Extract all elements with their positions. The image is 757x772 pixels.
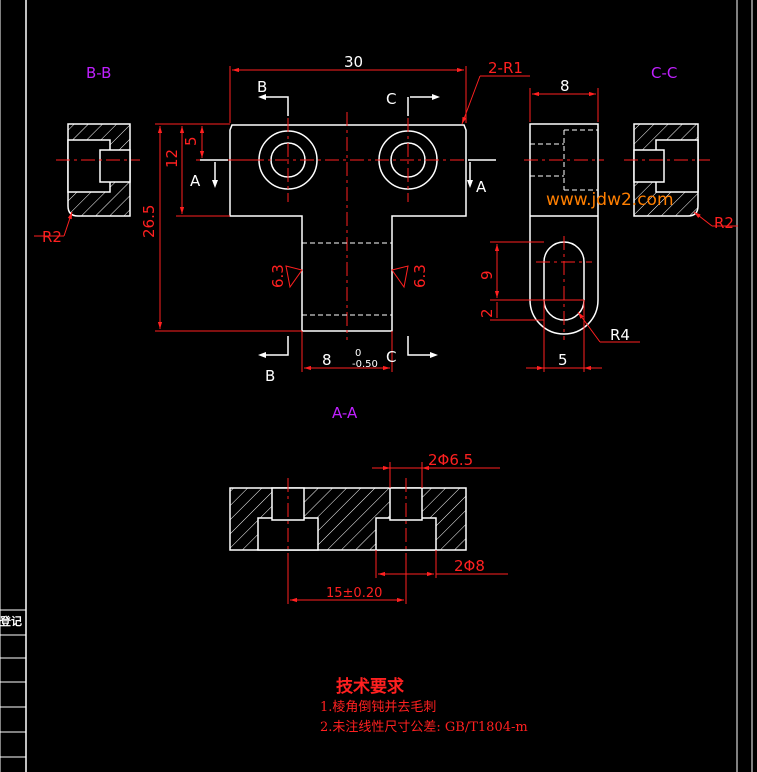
cut-c-bottom-letter: C	[386, 348, 396, 366]
tolerance-lower-label: -0.50	[352, 359, 378, 370]
cut-c-top-letter: C	[386, 90, 396, 108]
notes-title: 技术要求	[336, 676, 404, 697]
section-bb-label: B-B	[86, 64, 111, 82]
width-30-label: 30	[344, 53, 363, 71]
roughness-right-label: 6.3	[411, 264, 429, 288]
technical-requirements: 技术要求 1.棱角倒钝并去毛刺 2.未注线性尺寸公差: GB/T1804-m	[320, 676, 528, 735]
watermark-text: www.jdw2.com	[546, 190, 674, 210]
notes-line-1: 1.棱角倒钝并去毛刺	[320, 699, 436, 715]
slot-5-label: 5	[558, 351, 568, 369]
section-cc-label: C-C	[651, 64, 677, 82]
radius-2r1-label: 2-R1	[488, 59, 523, 77]
pitch-15-label: 15±0.20	[326, 586, 382, 601]
side-view: 8 9 2 5 R4	[478, 77, 640, 372]
bb-radius-r2-label: R2	[42, 228, 62, 246]
cut-a-left-letter: A	[190, 172, 201, 190]
slot-radius-r4-label: R4	[610, 326, 630, 344]
section-bb-view: B-B R2	[34, 64, 140, 246]
stem-width-8-label: 8	[322, 351, 332, 369]
front-view-dimensions: 30 2-R1 26.5 12 5 8 0 -0.50	[140, 53, 530, 372]
hole-2d6-5-label: 2Φ6.5	[428, 451, 473, 469]
section-aa-label: A-A	[332, 404, 358, 422]
side-depth-8-label: 8	[560, 77, 570, 95]
slot-2-label: 2	[478, 308, 496, 318]
cut-b-top-letter: B	[257, 78, 267, 96]
cut-b-bottom-letter: B	[265, 367, 275, 385]
register-label: 登记	[0, 614, 22, 628]
slot-9-label: 9	[478, 270, 496, 280]
notes-line-2: 2.未注线性尺寸公差: GB/T1804-m	[320, 720, 528, 735]
section-cc-view: C-C R2	[624, 64, 738, 232]
section-aa-view: A-A 2Φ6.5 2Φ8 15±0.20	[229, 404, 508, 604]
cut-a-right-letter: A	[476, 178, 487, 196]
roughness-left-label: 6.3	[269, 264, 287, 288]
hole-2d8-label: 2Φ8	[454, 557, 485, 575]
cutting-plane-markers: B C A A B C	[190, 78, 496, 385]
height-12-label: 12	[163, 149, 181, 168]
front-view: 6.3 6.3	[200, 112, 478, 340]
height-5-label: 5	[182, 136, 200, 146]
cc-radius-r2-label: R2	[714, 214, 734, 232]
tolerance-upper-label: 0	[355, 348, 361, 359]
height-26-5-label: 26.5	[140, 205, 158, 238]
